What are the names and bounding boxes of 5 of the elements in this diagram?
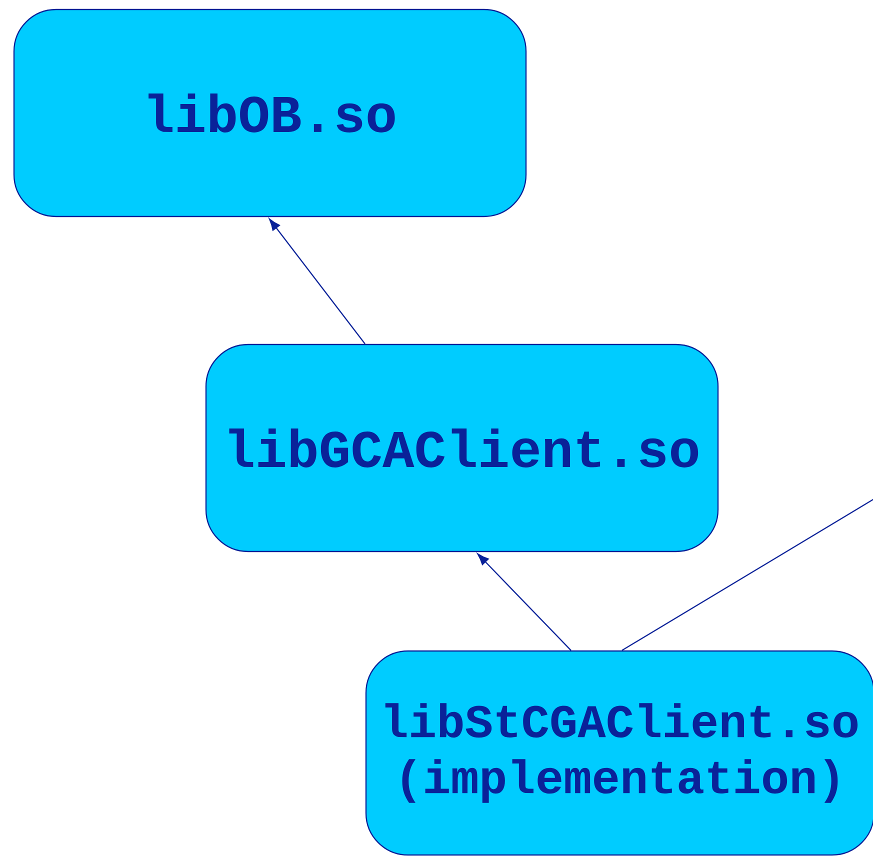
arrow bbox=[477, 553, 572, 651]
library-box: libGCAClient.so bbox=[205, 344, 719, 552]
library-box: libOB.so bbox=[13, 8, 527, 218]
arrow bbox=[268, 218, 366, 344]
library-box: libStCGAClient.so (implementation) bbox=[365, 650, 873, 856]
